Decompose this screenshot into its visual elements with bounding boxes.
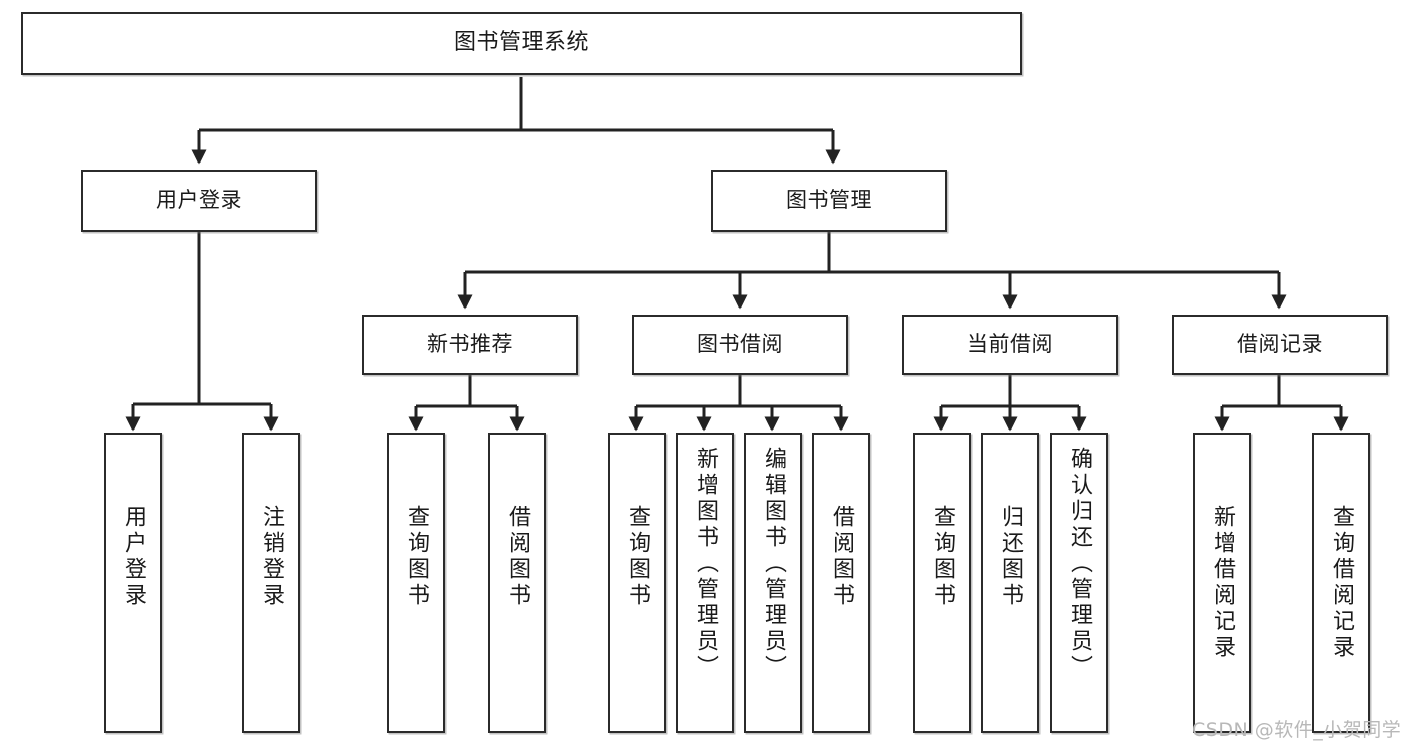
leaf-recommend-query-book[interactable]: 查询图书 (387, 433, 445, 733)
leaf-user-login-signout[interactable]: 注销登录 (242, 433, 300, 733)
node-label: 新书推荐 (427, 332, 513, 357)
leaf-current-query-book[interactable]: 查询图书 (913, 433, 971, 733)
node-label: 借阅图书 (505, 505, 530, 609)
node-label: 新增借阅记录 (1210, 505, 1235, 661)
node-new-book-recommend[interactable]: 新书推荐 (362, 315, 578, 375)
node-current-borrow[interactable]: 当前借阅 (902, 315, 1118, 375)
node-borrow-record[interactable]: 借阅记录 (1172, 315, 1388, 375)
node-label: 确认归还（管理员） (1067, 447, 1092, 681)
node-label: 查询图书 (404, 505, 429, 609)
node-label: 借阅记录 (1237, 332, 1323, 357)
node-label: 图书管理 (786, 188, 872, 213)
leaf-record-query-record[interactable]: 查询借阅记录 (1312, 433, 1370, 733)
node-label: 新增图书（管理员） (693, 447, 718, 681)
csdn-watermark: CSDN @软件_小贺同学 (1192, 719, 1402, 741)
node-book-borrow[interactable]: 图书借阅 (632, 315, 848, 375)
node-label: 图书借阅 (697, 332, 783, 357)
node-label: 查询图书 (625, 505, 650, 609)
node-label: 图书管理系统 (453, 30, 589, 56)
node-label: 注销登录 (259, 505, 284, 609)
leaf-borrow-borrow-book[interactable]: 借阅图书 (812, 433, 870, 733)
node-label: 归还图书 (998, 505, 1023, 609)
node-label: 用户登录 (121, 505, 146, 609)
node-label: 用户登录 (156, 188, 242, 213)
node-label: 借阅图书 (829, 505, 854, 609)
node-label: 查询图书 (930, 505, 955, 609)
node-label: 查询借阅记录 (1329, 505, 1354, 661)
leaf-current-confirm-return-admin[interactable]: 确认归还（管理员） (1050, 433, 1108, 733)
leaf-borrow-edit-book-admin[interactable]: 编辑图书（管理员） (744, 433, 802, 733)
leaf-current-return-book[interactable]: 归还图书 (981, 433, 1039, 733)
leaf-borrow-add-book-admin[interactable]: 新增图书（管理员） (676, 433, 734, 733)
leaf-user-login-signin[interactable]: 用户登录 (104, 433, 162, 733)
leaf-record-add-record[interactable]: 新增借阅记录 (1193, 433, 1251, 733)
node-book-management[interactable]: 图书管理 (711, 170, 947, 232)
node-label: 当前借阅 (967, 332, 1053, 357)
node-root-system[interactable]: 图书管理系统 (21, 12, 1022, 75)
node-user-login[interactable]: 用户登录 (81, 170, 317, 232)
leaf-borrow-query-book[interactable]: 查询图书 (608, 433, 666, 733)
node-label: 编辑图书（管理员） (761, 447, 786, 681)
leaf-recommend-borrow-book[interactable]: 借阅图书 (488, 433, 546, 733)
